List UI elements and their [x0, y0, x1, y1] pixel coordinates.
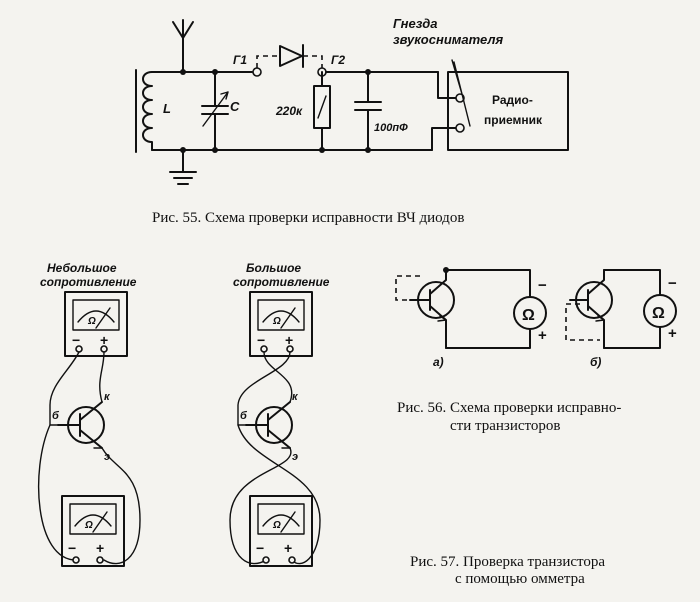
receiver-box — [447, 71, 569, 151]
lead-top — [437, 71, 457, 99]
pin-e: э — [292, 451, 298, 463]
minus-sign: − — [72, 332, 80, 348]
minus-sign: − — [256, 540, 264, 556]
ohmmeter-bottom-right: Ω − + — [249, 495, 313, 567]
caption-fig55: Рис. 55. Схема проверки исправности ВЧ д… — [152, 210, 464, 226]
label-pickup-2: звукоснимателя — [393, 32, 503, 47]
pin-e: э — [104, 451, 110, 463]
lead-plus — [99, 351, 105, 403]
pickup-jack-bottom — [455, 123, 465, 133]
plus-sign: + — [285, 332, 293, 348]
meter-symbol: Ω — [84, 520, 93, 531]
ohmmeter-top-right: Ω − + — [249, 291, 313, 357]
jack-g1 — [252, 67, 262, 77]
caption-fig56-2: сти транзисторов — [450, 418, 560, 434]
meter-symbol: Ω — [272, 520, 281, 531]
pin-b: б — [240, 410, 248, 422]
label-L: L — [163, 101, 171, 116]
lead-e — [101, 447, 141, 565]
caption-fig57-2: с помощью омметра — [455, 571, 585, 587]
label-receiver-2: приемник — [484, 113, 543, 127]
label-g2: Г2 — [331, 53, 345, 67]
ground-icon — [169, 149, 197, 185]
dashed-path-b — [565, 303, 600, 341]
lead-plus-cross — [237, 351, 291, 426]
lead-e-right — [229, 447, 292, 565]
left-title-2: сопротивление — [40, 275, 137, 289]
pin-k: к — [292, 391, 299, 403]
ohmmeter-bottom-left: Ω − + — [61, 495, 125, 567]
fig55-circuit: L C Г1 Г2 220к 100пФ Гнезда звукоснимате… — [135, 16, 569, 185]
minus-sign: − — [538, 277, 547, 294]
meter-symbol: Ω — [272, 316, 281, 327]
pickup-pointer — [451, 59, 471, 127]
plus-sign: + — [668, 325, 677, 342]
ohmmeter-a — [513, 296, 547, 330]
right-title-1: Большое — [246, 261, 301, 275]
label-pickup-1: Гнезда — [393, 16, 437, 31]
plus-sign: + — [100, 332, 108, 348]
pin-k: к — [104, 391, 111, 403]
label-b: б) — [590, 355, 601, 369]
transistor-right: б к э — [240, 391, 299, 463]
lead-bottom — [431, 127, 457, 151]
minus-sign: − — [668, 275, 677, 292]
resistor-220k — [313, 71, 331, 153]
lead-minus — [49, 351, 80, 426]
minus-sign: − — [257, 332, 265, 348]
pin-b: б — [52, 410, 60, 422]
ohmmeter-top-left: Ω − + — [64, 291, 128, 357]
lead-b-right — [237, 424, 321, 565]
plus-sign: + — [284, 540, 292, 556]
label-a: а) — [433, 355, 444, 369]
inductor-L — [142, 71, 153, 151]
fig56-b: Ω − + б) — [565, 269, 677, 369]
meter-symbol: Ω — [87, 316, 96, 327]
ohm-symbol: Ω — [522, 307, 535, 324]
fig56-a: Ω − + а) — [395, 267, 547, 369]
label-C: C — [230, 99, 240, 114]
left-title-1: Небольшое — [47, 261, 117, 275]
plus-sign: + — [538, 327, 547, 344]
ohm-symbol: Ω — [652, 305, 665, 322]
label-capacitor-out: 100пФ — [374, 122, 408, 134]
antenna-icon — [172, 19, 194, 71]
label-resistor: 220к — [275, 104, 303, 118]
diode-icon — [279, 44, 304, 68]
right-title-2: сопротивление — [233, 275, 330, 289]
variable-capacitor-C — [201, 69, 229, 153]
caption-fig56-1: Рис. 56. Схема проверки исправно- — [397, 400, 621, 416]
transistor-left: б к э — [52, 391, 111, 463]
ohmmeter-b — [643, 294, 677, 328]
capacitor-100pf — [354, 69, 382, 153]
lead-minus-cross — [263, 351, 293, 403]
fig57-right: Большое сопротивление Ω − + б к э — [229, 261, 330, 567]
minus-sign: − — [68, 540, 76, 556]
diode-leads — [256, 55, 323, 68]
fig57-left: Небольшое сопротивление Ω − + б к э — [37, 261, 141, 567]
plus-sign: + — [96, 540, 104, 556]
caption-fig57-1: Рис. 57. Проверка транзистора — [410, 554, 605, 570]
label-g1: Г1 — [233, 53, 247, 67]
dashed-path-a — [395, 275, 420, 301]
label-receiver-1: Радио- — [492, 93, 533, 107]
